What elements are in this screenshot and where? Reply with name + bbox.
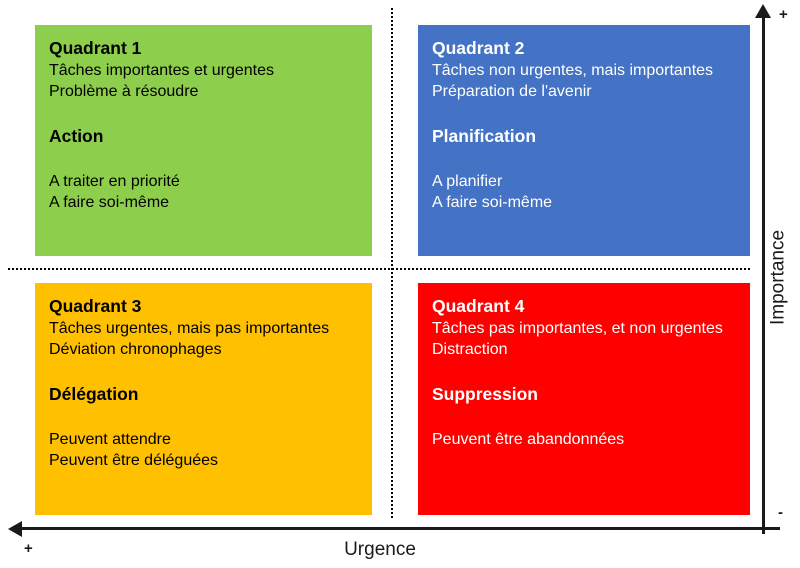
- quadrant-3-description-1: Tâches urgentes, mais pas importantes: [49, 320, 330, 338]
- horizontal-divider-dotted: [8, 268, 750, 270]
- quadrant-1-description-1: Tâches importantes et urgentes: [49, 62, 275, 80]
- quadrant-3-action-heading: Délégation: [49, 383, 139, 404]
- quadrant-4-description-2: Distraction: [432, 341, 508, 359]
- quadrant-3-spacer: [49, 406, 372, 429]
- quadrant-1-action-2: A faire soi-même: [49, 193, 170, 211]
- quadrant-2-action-1: A planifier: [432, 172, 503, 190]
- quadrant-4-spacer: [432, 406, 750, 429]
- quadrant-3-action-1: Peuvent attendre: [49, 430, 171, 448]
- urgence-axis-line: [20, 527, 780, 530]
- importance-axis-plus-sign: +: [779, 6, 788, 23]
- vertical-divider-dotted: [391, 8, 393, 518]
- quadrant-1-description-2: Problème à résoudre: [49, 83, 199, 101]
- arrow-up-icon: [755, 4, 771, 18]
- quadrant-3-title: Quadrant 3: [49, 296, 142, 316]
- quadrant-1-action-1: A traiter en priorité: [49, 172, 180, 190]
- urgence-axis-minus-sign: -: [778, 504, 783, 521]
- quadrant-2-description-1: Tâches non urgentes, mais importantes: [432, 62, 714, 80]
- urgence-axis-label: Urgence: [344, 539, 416, 560]
- quadrant-4-description-1: Tâches pas importantes, et non urgentes: [432, 320, 723, 338]
- quadrant-4-action-heading: Suppression: [432, 383, 538, 404]
- importance-axis-label: Importance: [767, 229, 789, 326]
- arrow-left-icon: [8, 521, 22, 537]
- quadrant-2-action-2: A faire soi-même: [432, 193, 553, 211]
- quadrant-2-title: Quadrant 2: [432, 38, 525, 58]
- quadrant-4-action-1: Peuvent être abandonnées: [432, 430, 625, 448]
- quadrant-2-action-heading: Planification: [432, 125, 537, 146]
- importance-axis-line: [762, 16, 765, 534]
- quadrant-1-spacer: [49, 148, 372, 171]
- quadrant-3-description-2: Déviation chronophages: [49, 341, 222, 359]
- quadrant-4-title: Quadrant 4: [432, 296, 525, 316]
- urgence-axis-plus-sign: +: [24, 540, 33, 557]
- quadrant-2-spacer: [432, 148, 750, 171]
- quadrant-2-box[interactable]: Quadrant 2 Tâches non urgentes, mais imp…: [418, 25, 750, 256]
- quadrant-4-box[interactable]: Quadrant 4 Tâches pas importantes, et no…: [418, 283, 750, 515]
- quadrant-1-box[interactable]: Quadrant 1 Tâches importantes et urgente…: [35, 25, 372, 256]
- quadrant-3-box[interactable]: Quadrant 3 Tâches urgentes, mais pas imp…: [35, 283, 372, 515]
- quadrant-1-title: Quadrant 1: [49, 38, 142, 58]
- quadrant-3-action-2: Peuvent être déléguées: [49, 451, 219, 469]
- quadrant-2-description-2: Préparation de l'avenir: [432, 83, 592, 101]
- quadrant-1-action-heading: Action: [49, 125, 104, 146]
